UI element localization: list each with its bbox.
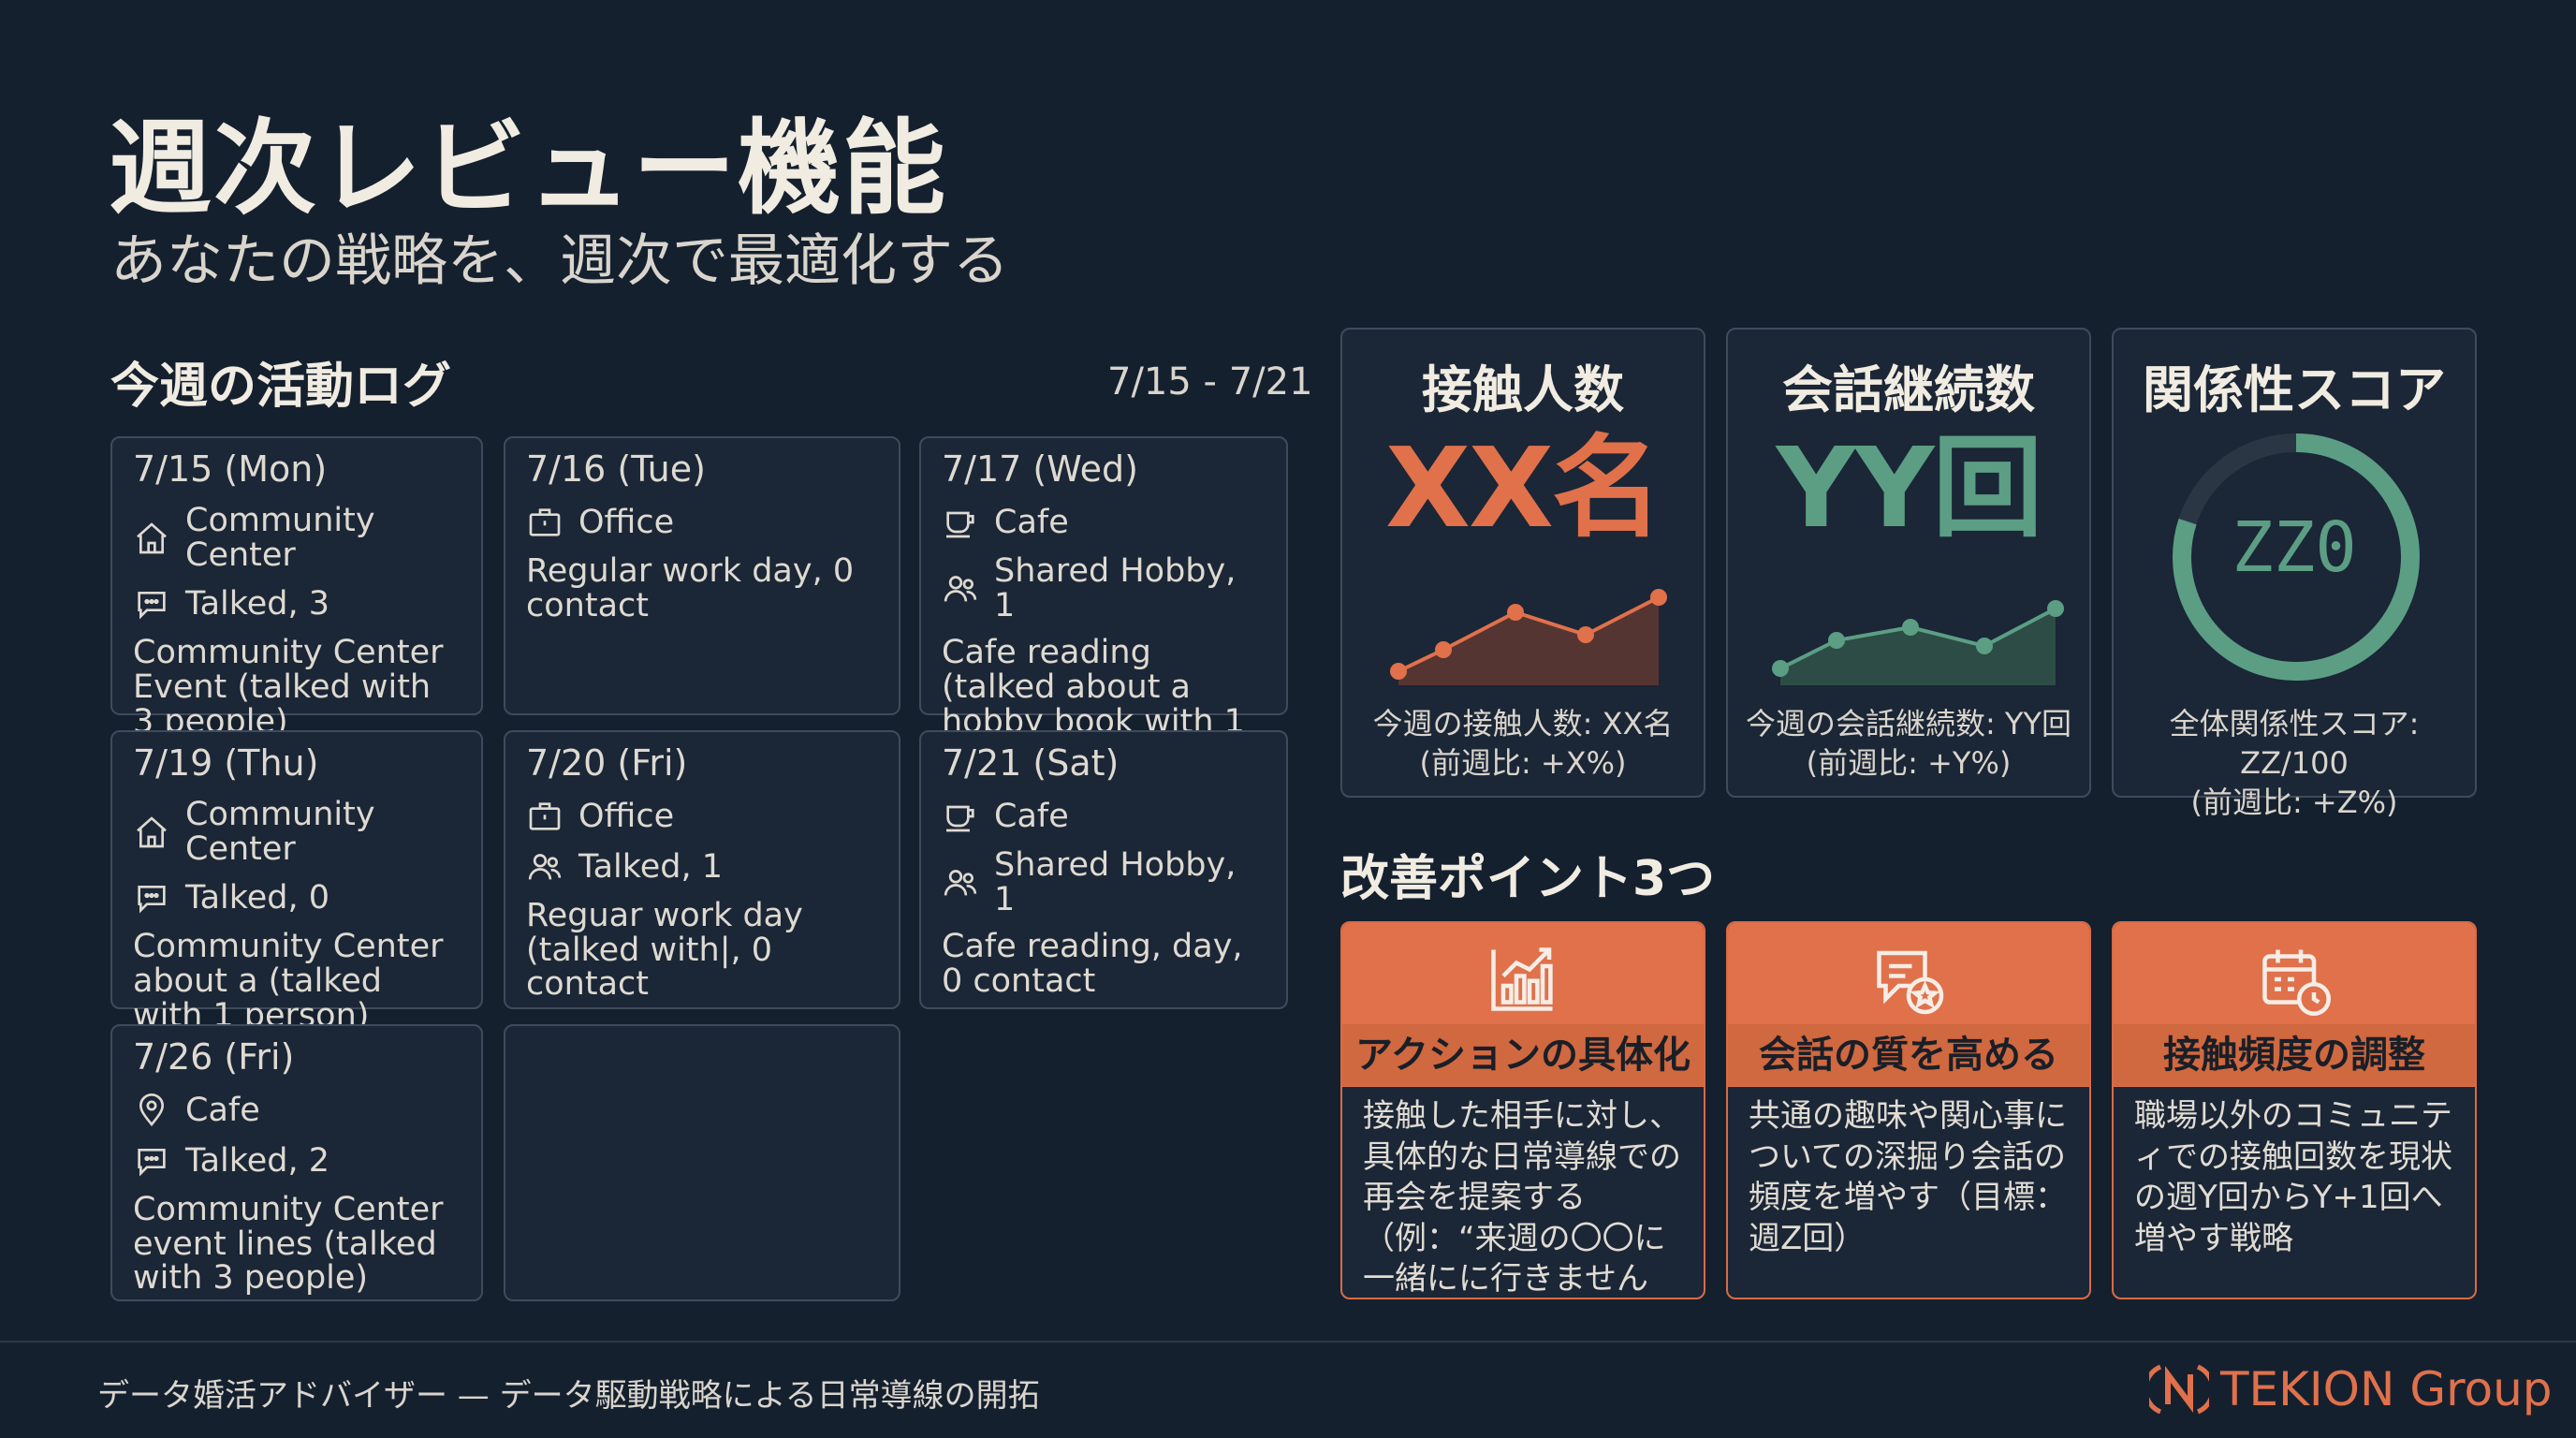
kpi-caption: 全体関係性スコア: ZZ/100 [2169, 706, 2420, 782]
chat-icon [138, 592, 166, 620]
kpi-label: 関係性スコア [2143, 360, 2446, 419]
home-icon [137, 521, 167, 553]
day-place: Cafe [185, 1091, 260, 1129]
day-place: Office [578, 797, 675, 835]
cup-icon [946, 805, 974, 832]
day-note: Regular work day, 0 contact [526, 551, 855, 624]
brand-name: TEKION Group [2220, 1362, 2553, 1416]
kpi-label: 会話継続数 [1782, 360, 2035, 419]
day-card[interactable]: 7/17 (Wed) Cafe Shared Hobby, 1 Cafe rea… [919, 436, 1288, 773]
day-date: 7/26 (Fri) [133, 1036, 295, 1078]
day-place: Community Center [185, 501, 375, 574]
improvement-card: 接触頻度の調整 職場以外のコミュニティでの接触回数を現状の週Y回からY+1回へ増… [2112, 921, 2477, 1299]
day-card[interactable]: 7/15 (Mon) Community Center Talked, 3 Co… [110, 436, 483, 739]
improvement-body: 接触した相手に対し、具体的な日常導線での再会を提案する（例：“来週の〇〇に一緒に… [1363, 1097, 1681, 1299]
people-icon [944, 869, 977, 896]
day-card[interactable]: 7/21 (Sat) Cafe Shared Hobby, 1 Cafe rea… [919, 730, 1288, 1009]
empty-day-card [504, 1024, 900, 1301]
day-date: 7/20 (Fri) [526, 742, 688, 784]
score-gauge [2173, 433, 2420, 681]
kpi-value: ZZ0 [2232, 507, 2357, 588]
day-date: 7/17 (Wed) [942, 448, 1138, 490]
kpi-value: YY回 [1776, 423, 2043, 552]
page-subtitle: あなたの戦略を、週次で最適化する [110, 228, 1009, 294]
chat-star-icon [1877, 950, 1944, 1015]
day-note: Cafe reading, day, 0 contact [942, 928, 1243, 1001]
sparkline-contacts [1390, 589, 1667, 685]
day-place: Community Center [185, 795, 375, 868]
kpi-value: XX名 [1385, 423, 1662, 552]
improvement-card: アクションの具体化 接触した相手に対し、具体的な日常導線での再会を提案する（例：… [1340, 921, 1705, 1299]
date-range: 7/15 - 7/21 [1107, 360, 1313, 404]
pin-icon [139, 1093, 165, 1126]
kpi-card-contacts: 接触人数 XX名 今週の接触人数: XX名 (前週比: +X%) [1340, 328, 1705, 798]
day-card[interactable]: 7/19 (Thu) Community Center Talked, 0 Co… [110, 730, 483, 1033]
footer-text: データ婚活アドバイザー — データ駆動戦略による日常導線の開拓 [97, 1377, 1040, 1415]
improvements-heading: 改善ポイント3つ [1340, 851, 1716, 907]
day-talk: Shared Hobby, 1 [994, 551, 1237, 624]
chat-icon [138, 1148, 166, 1177]
improvement-body: 職場以外のコミュニティでの接触回数を現状の週Y回からY+1回へ増やす戦略 [2134, 1097, 2452, 1257]
improvement-body: 共通の趣味や関心事についての深掘り会話の頻度を増やす（目標：週Z回） [1749, 1097, 2067, 1257]
page-title: 週次レビュー機能 [109, 108, 947, 228]
cup-icon [946, 511, 974, 538]
improvement-title: アクションの具体化 [1342, 1024, 1704, 1086]
people-icon [944, 575, 977, 602]
day-place: Cafe [994, 503, 1069, 541]
day-date: 7/16 (Tue) [526, 448, 706, 490]
day-note: Community Center about a (talked with 1 … [133, 928, 444, 1034]
improvement-title: 接触頻度の調整 [2114, 1024, 2475, 1086]
kpi-card-conversations: 会話継続数 YY回 今週の会話継続数: YY回 (前週比: +Y%) [1726, 328, 2091, 798]
day-note: Reguar work day (talked with|, 0 contact [526, 896, 803, 1004]
kpi-card-relationship-score: 関係性スコア ZZ0 全体関係性スコア: ZZ/100 (前週比: +Z%) [2112, 328, 2477, 820]
sparkline-conversations [1772, 600, 2064, 685]
footer-divider [0, 1341, 2576, 1343]
day-date: 7/21 (Sat) [942, 742, 1120, 784]
day-card[interactable]: 7/16 (Tue) Office Regular work day, 0 co… [504, 436, 900, 715]
kpi-label: 接触人数 [1422, 360, 1624, 419]
day-talk: Talked, 2 [185, 1141, 330, 1180]
kpi-caption: 今週の会話継続数: YY回 [1745, 706, 2072, 741]
day-note: Community Center Event (talked with 3 pe… [133, 634, 444, 741]
home-icon [137, 815, 167, 847]
day-talk: Talked, 0 [185, 879, 330, 917]
day-talk: Talked, 3 [185, 585, 330, 624]
chat-icon [138, 886, 166, 914]
brand-logo-icon [2149, 1364, 2209, 1415]
kpi-caption: 今週の接触人数: XX名 [1372, 706, 1674, 741]
day-talk: Talked, 1 [578, 847, 724, 886]
brand: TEKION Group [2149, 1359, 2553, 1419]
briefcase-icon [529, 802, 561, 830]
improvement-title: 会話の質を高める [1728, 1024, 2089, 1086]
briefcase-icon [529, 508, 561, 536]
kpi-change: (前週比: +Z%) [2190, 785, 2398, 821]
bar-chart-icon [1491, 947, 1553, 1011]
day-date: 7/15 (Mon) [133, 448, 328, 490]
day-date: 7/19 (Thu) [133, 742, 319, 784]
kpi-change: (前週比: +X%) [1419, 745, 1627, 782]
activity-heading: 今週の活動ログ [110, 359, 452, 415]
improvement-card: 会話の質を高める 共通の趣味や関心事についての深掘り会話の頻度を増やす（目標：週… [1726, 921, 2091, 1299]
day-card[interactable]: 7/20 (Fri) Office Talked, 1 Reguar work … [504, 730, 900, 1009]
calendar-clock-icon [2262, 949, 2332, 1017]
day-talk: Shared Hobby, 1 [994, 845, 1237, 918]
people-icon [528, 854, 562, 880]
day-card[interactable]: 7/26 (Fri) Cafe Talked, 2 Community Cent… [110, 1024, 483, 1301]
day-note: Community Center event lines (talked wit… [133, 1190, 444, 1298]
day-place: Cafe [994, 797, 1069, 835]
day-place: Office [578, 503, 675, 541]
kpi-change: (前週比: +Y%) [1806, 745, 2012, 782]
